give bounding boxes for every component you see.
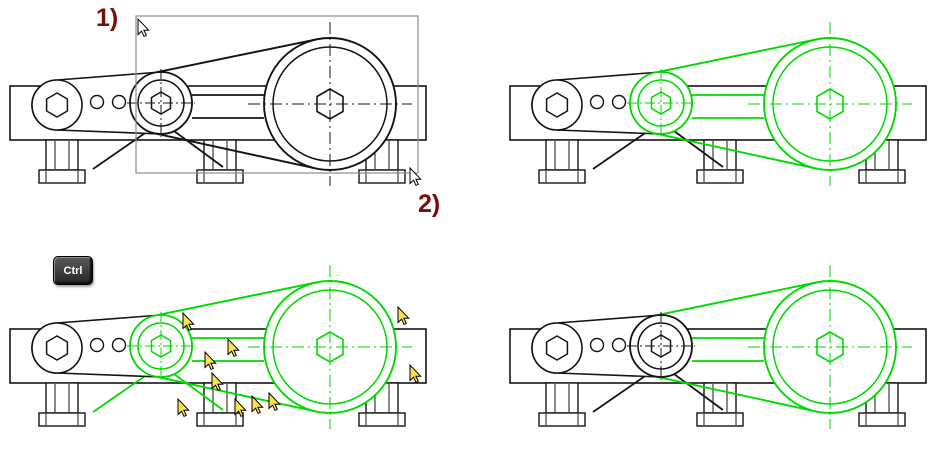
belt-extra-line bbox=[592, 130, 649, 170]
belt-extra-line bbox=[92, 373, 149, 413]
bolt-hole bbox=[611, 337, 627, 353]
cursor-icon bbox=[397, 305, 410, 326]
cursor-icon bbox=[251, 394, 264, 415]
bolt-hole bbox=[111, 94, 127, 110]
leg bbox=[45, 382, 79, 414]
foot-plate bbox=[538, 169, 586, 184]
step-1-label: 1) bbox=[96, 4, 119, 32]
cursor-icon bbox=[137, 17, 150, 38]
left-pulley bbox=[531, 322, 583, 374]
foot-plate bbox=[358, 412, 406, 427]
bolt-hole bbox=[89, 94, 105, 110]
foot-plate bbox=[38, 412, 86, 427]
pulley-hex bbox=[45, 335, 69, 361]
cursor-icon bbox=[182, 311, 195, 332]
belt-extra-line bbox=[673, 130, 724, 168]
left-pulley bbox=[31, 79, 83, 131]
belt-line bbox=[654, 132, 817, 170]
bolt-hole bbox=[589, 94, 605, 110]
cursor-icon bbox=[211, 371, 224, 392]
belt-extra-line bbox=[592, 373, 649, 413]
bolt-hole bbox=[89, 337, 105, 353]
belt-line bbox=[154, 375, 317, 413]
foot-plate bbox=[38, 169, 86, 184]
panel-modified-selection-result bbox=[509, 265, 927, 429]
foot-plate bbox=[538, 412, 586, 427]
cursor-icon bbox=[409, 363, 422, 384]
cursor-icon bbox=[227, 337, 240, 358]
foot-plate bbox=[696, 412, 744, 427]
foot-plate bbox=[858, 412, 906, 427]
belt-line bbox=[654, 375, 817, 413]
cursor-icon bbox=[268, 391, 281, 412]
cursor-icon bbox=[177, 397, 190, 418]
belt-extra-line bbox=[173, 130, 224, 168]
foot-plate bbox=[696, 169, 744, 184]
cursor-icon bbox=[204, 350, 217, 371]
cursor-icon bbox=[409, 166, 422, 187]
bolt-hole bbox=[611, 94, 627, 110]
leg bbox=[545, 382, 579, 414]
leg bbox=[545, 139, 579, 171]
left-pulley bbox=[31, 322, 83, 374]
belt-line bbox=[654, 281, 817, 317]
foot-plate bbox=[858, 169, 906, 184]
step-2-label: 2) bbox=[418, 190, 441, 218]
panel-ctrl-click-modify bbox=[9, 265, 427, 429]
left-pulley bbox=[531, 79, 583, 131]
belt-line bbox=[154, 38, 317, 74]
pulley-hex bbox=[545, 335, 569, 361]
cursor-icon bbox=[234, 397, 247, 418]
panel-window-selection-result bbox=[509, 22, 927, 186]
leg bbox=[45, 139, 79, 171]
pulley-hex bbox=[545, 92, 569, 118]
pulley-hex bbox=[45, 92, 69, 118]
belt-line bbox=[654, 38, 817, 74]
belt-line bbox=[154, 132, 317, 170]
belt-extra-line bbox=[673, 373, 724, 411]
belt-line bbox=[154, 281, 317, 317]
belt-extra-line bbox=[92, 130, 149, 170]
selection-window bbox=[135, 15, 419, 174]
panel-window-selection-drag bbox=[9, 15, 427, 187]
bolt-hole bbox=[589, 337, 605, 353]
ctrl-key-badge: Ctrl bbox=[53, 256, 93, 285]
ctrl-key-label: Ctrl bbox=[63, 264, 83, 277]
foot-plate bbox=[196, 412, 244, 427]
belt-extra-line bbox=[173, 373, 224, 411]
bolt-hole bbox=[111, 337, 127, 353]
